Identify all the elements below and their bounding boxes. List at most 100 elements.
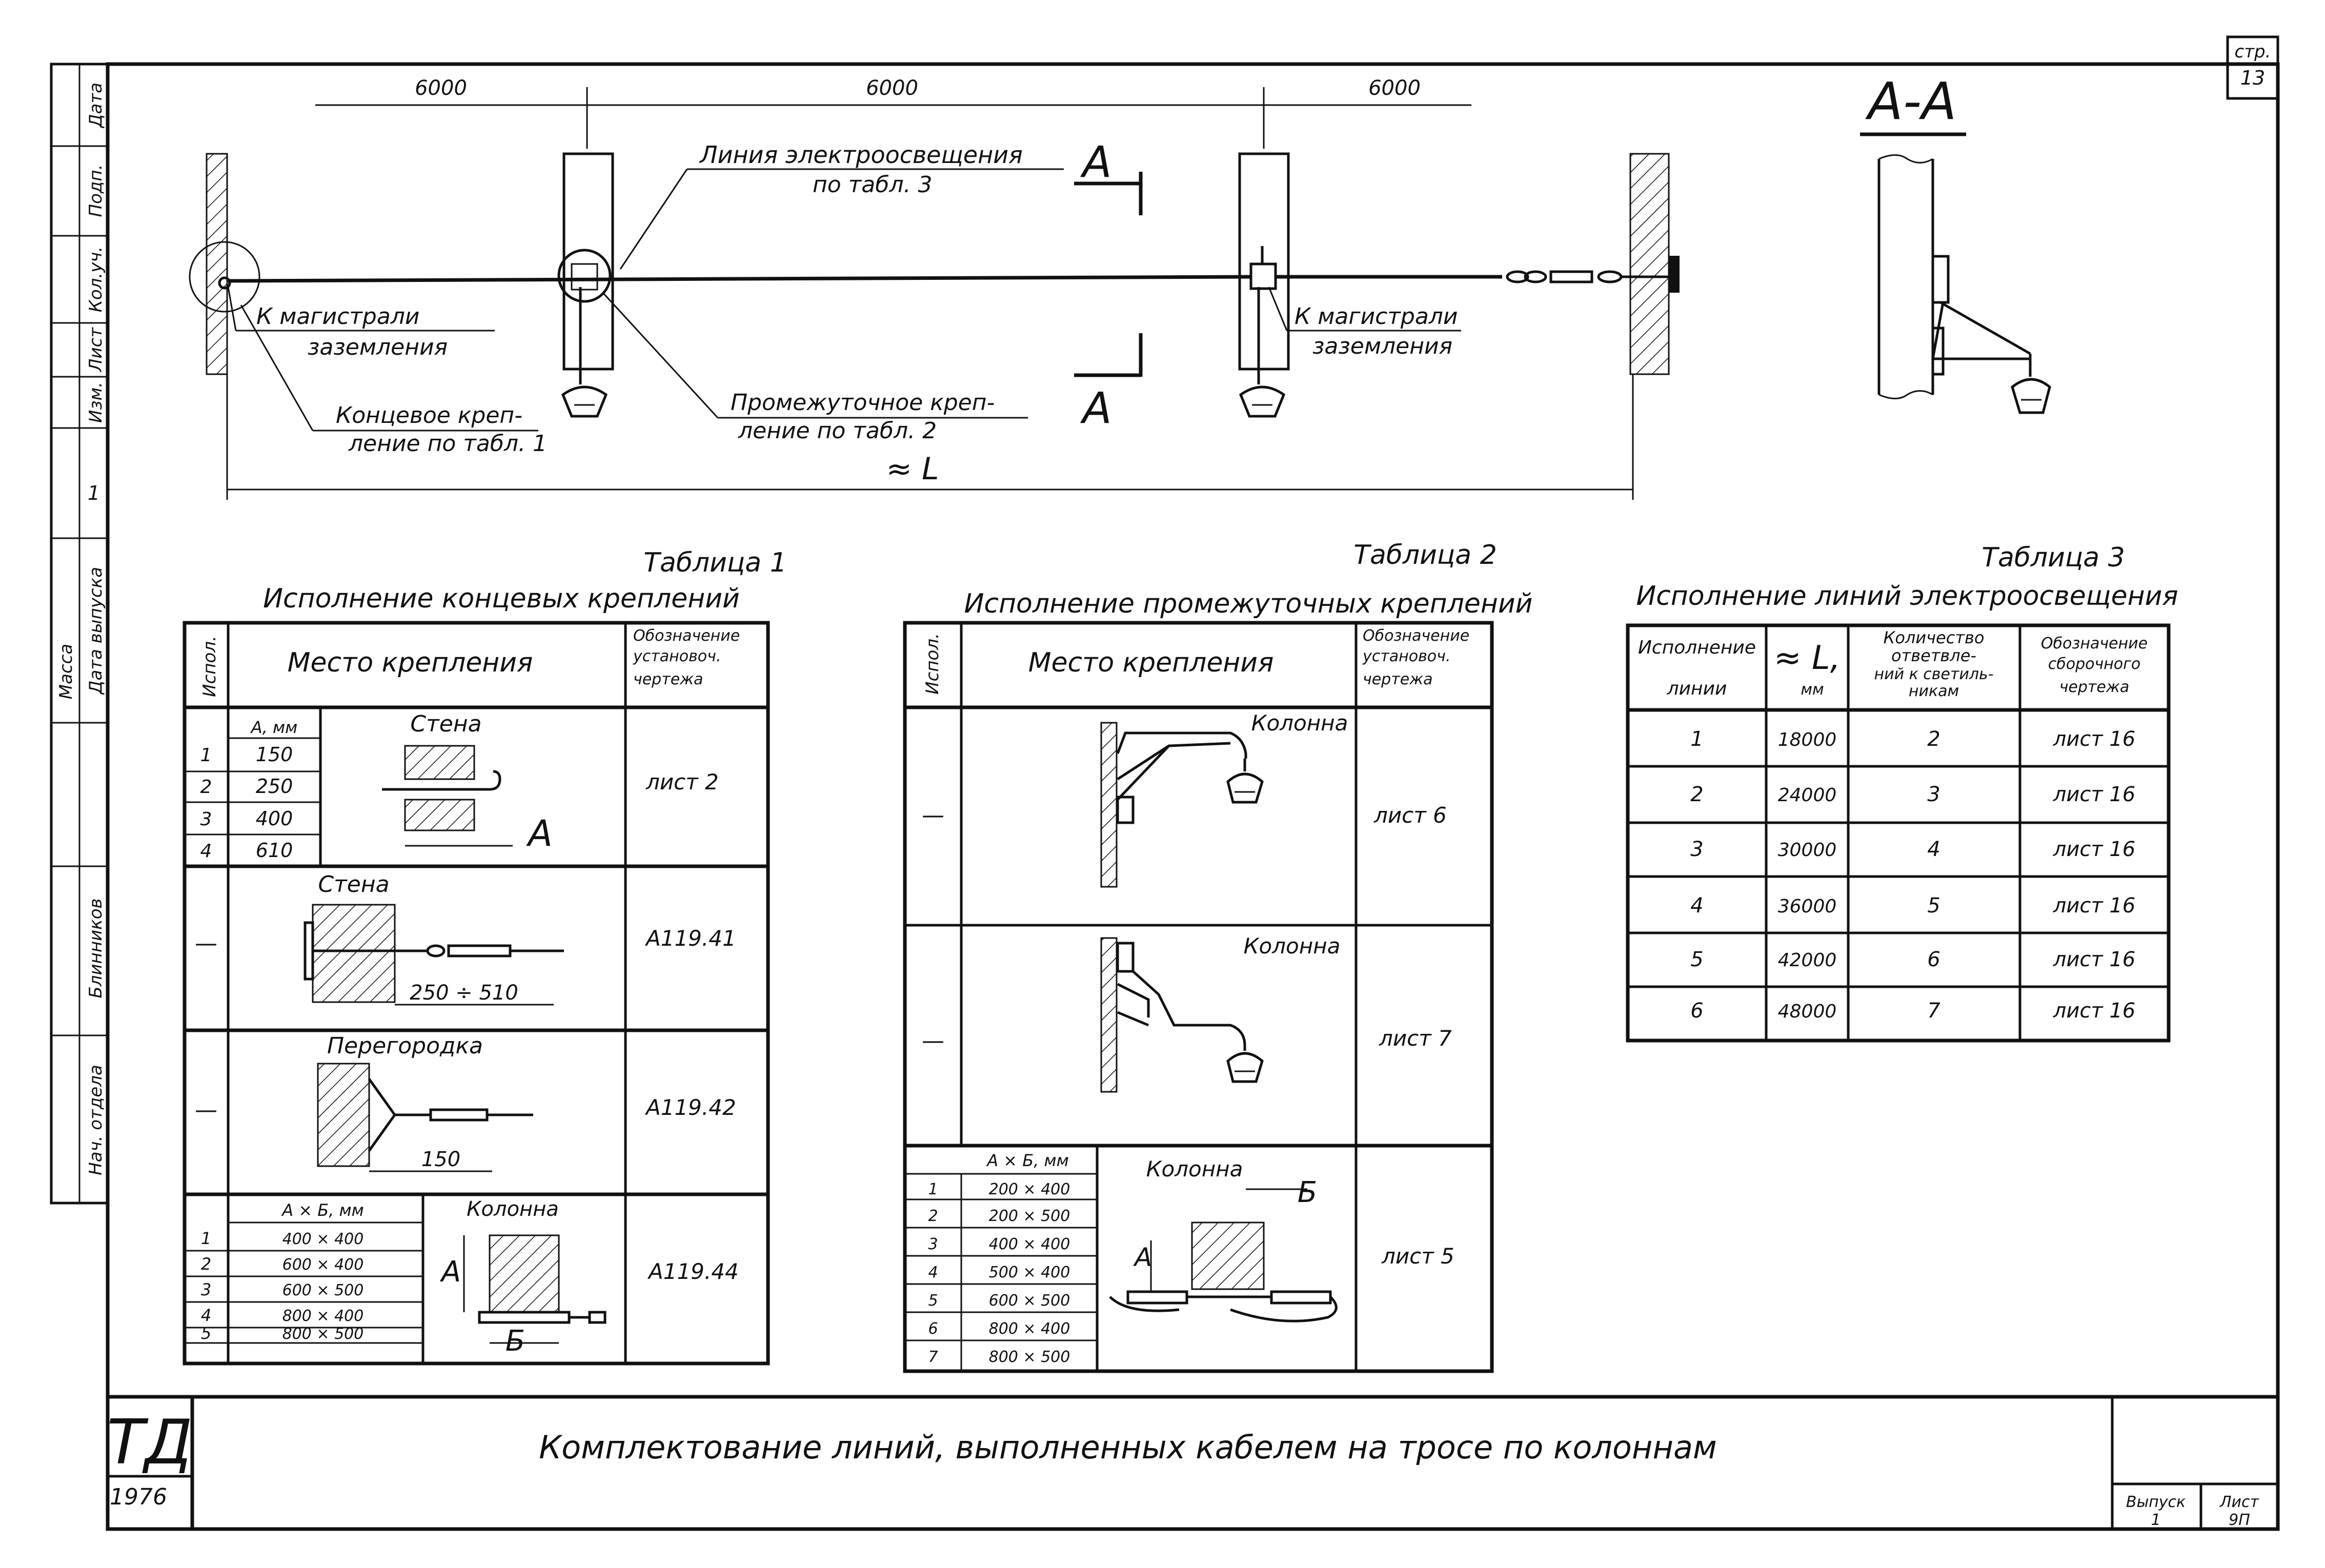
title-year: 1976 — [110, 1484, 167, 1510]
t2-head-des-3: чертежа — [1363, 670, 1433, 688]
t2-head-des-2: установоч. — [1362, 647, 1450, 665]
stamp-mass: Масса — [56, 644, 76, 699]
t1-g4-row-num: 3 — [201, 1280, 211, 1299]
t2-head-place: Место крепления — [1028, 647, 1274, 678]
page-number-box: стр. 13 — [2226, 35, 2279, 100]
t2-g3-row-num: 2 — [928, 1207, 938, 1225]
t1-g4-mark-a: А — [440, 1255, 461, 1289]
stamp-head: Нач. отдела — [86, 1065, 106, 1175]
t1-r2-ref: А119.41 — [644, 926, 736, 951]
t2-r1-isp: — — [922, 802, 944, 828]
t1-g4-row-ab: 800 × 500 — [282, 1325, 364, 1343]
t3-head-len: ≈ L, — [1774, 639, 1841, 677]
table-3: Таблица 3 Исполнение линий электроосвеще… — [1626, 542, 2178, 1043]
t1-r3-place: Перегородка — [327, 1033, 483, 1059]
t2-g3-row-num: 6 — [928, 1320, 938, 1338]
sheet-label: Лист — [2219, 1493, 2260, 1511]
t1-g4-row-ab: 800 × 400 — [282, 1307, 364, 1325]
t1-g1-row-a: 150 — [256, 743, 293, 766]
t2-g3-mark-a: А — [1133, 1243, 1152, 1272]
t3-head-des-1: Обозначение — [2041, 635, 2148, 653]
t3-row-count: 7 — [1927, 999, 1940, 1023]
ground-left-1: К магистрали — [256, 303, 420, 330]
t1-g1-head: А, мм — [250, 718, 298, 737]
t1-g4-place: Колонна — [467, 1197, 559, 1221]
t1-g4-row-ab: 600 × 500 — [282, 1281, 364, 1299]
t1-head-isp: Испол. — [199, 636, 220, 697]
t3-row-count: 6 — [1927, 948, 1940, 971]
table1-title: Исполнение концевых креплений — [263, 583, 740, 614]
table-1: Таблица 1 Исполнение концевых креплений … — [183, 547, 787, 1366]
t2-g3-row-ab: 800 × 500 — [989, 1348, 1070, 1366]
t2-g3-row-num: 7 — [928, 1348, 938, 1366]
t2-g3-row-ab: 500 × 400 — [989, 1264, 1070, 1281]
t3-row-count: 3 — [1927, 783, 1940, 806]
side-stamp: Дата Подп. Кол.уч. Лист Изм. 1 Дата выпу… — [50, 63, 109, 1205]
dim-span-3: 6000 — [1368, 76, 1421, 100]
t1-g4-row-num: 1 — [201, 1229, 211, 1248]
t1-r3-isp: — — [195, 1097, 217, 1123]
ground-right-1: К магистрали — [1295, 303, 1458, 330]
table-2: Таблица 2 Исполнение промежуточных крепл… — [903, 540, 1533, 1373]
t1-head-place: Место крепления — [288, 647, 533, 678]
sheet-frame — [106, 62, 2280, 1531]
t3-row-ref: лист 16 — [2053, 948, 2135, 971]
t3-head-des-2: сборочного — [2048, 655, 2141, 673]
stamp-author: Блинников — [86, 898, 106, 998]
t3-row-len: 24000 — [1778, 785, 1837, 806]
lamp-1 — [561, 385, 608, 418]
t3-row-count: 2 — [1927, 727, 1940, 751]
table1-caption: Таблица 1 — [643, 547, 787, 578]
t2-r2-place: Колонна — [1244, 933, 1341, 959]
t2-g3-row-num: 4 — [928, 1264, 938, 1281]
t2-g3-row-ab: 200 × 500 — [989, 1207, 1070, 1225]
section-mark-bottom: А — [1080, 383, 1111, 433]
t1-g1-ref: лист 2 — [645, 769, 719, 795]
table2-title: Исполнение промежуточных креплений — [964, 588, 1533, 619]
t3-row-len: 36000 — [1778, 896, 1837, 917]
t3-row-count: 5 — [1927, 894, 1940, 918]
t3-row-isp: 4 — [1690, 894, 1703, 918]
t2-g3-place: Колонна — [1146, 1156, 1243, 1182]
logo-td: ТД — [107, 1407, 192, 1478]
t3-head-isp-1: Исполнение — [1638, 637, 1756, 658]
t2-g3-head: А × Б, мм — [986, 1151, 1069, 1170]
t1-head-des-2: установоч. — [633, 647, 721, 665]
t2-g3-mark-b: Б — [1298, 1176, 1317, 1209]
t3-row-ref: лист 16 — [2053, 894, 2135, 918]
t1-g1-row-a: 400 — [256, 807, 293, 830]
stamp-signature: Подп. — [86, 165, 106, 217]
issue-label: Выпуск — [2126, 1493, 2186, 1511]
cable-rope — [228, 275, 1251, 283]
end-fix-1: Концевое креп- — [336, 402, 522, 429]
end-fix-2: ление по табл. 1 — [348, 431, 547, 457]
t3-row-isp: 3 — [1690, 838, 1703, 861]
t2-head-isp: Испол. — [922, 633, 943, 695]
t1-r3-dim: 150 — [421, 1148, 460, 1171]
t1-g4-mark-b: Б — [506, 1325, 525, 1358]
mid-fix-1: Промежуточное креп- — [731, 390, 995, 416]
t3-row-count: 4 — [1927, 838, 1940, 861]
stamp-one: 1 — [88, 482, 100, 504]
page-number: 13 — [2240, 67, 2265, 89]
t1-g1-row-a: 250 — [256, 775, 293, 798]
issue-number: 1 — [2151, 1511, 2160, 1529]
table3-title: Исполнение линий электроосвещения — [1636, 581, 2178, 612]
t2-r2-isp: — — [922, 1028, 944, 1054]
t1-r3-ref: А119.42 — [644, 1095, 736, 1120]
t1-g4-head: А × Б, мм — [281, 1200, 364, 1220]
t3-row-ref: лист 16 — [2053, 999, 2135, 1023]
t3-row-isp: 1 — [1690, 727, 1703, 751]
dim-span-1: 6000 — [415, 76, 467, 100]
lamp-2 — [1239, 385, 1286, 418]
t1-r2-dim: 250 ÷ 510 — [410, 981, 518, 1005]
turnbuckle — [1549, 270, 1593, 283]
t1-g4-row-ab: 400 × 400 — [282, 1230, 364, 1248]
t3-head-count-2: ответвле- — [1891, 646, 1976, 665]
t3-row-isp: 2 — [1690, 783, 1703, 806]
sheet-title: Комплектование линий, выполненных кабеле… — [539, 1429, 1717, 1466]
elevation-drawing: 6000 6000 6000 ≈ — [189, 76, 1680, 500]
section-title: А-А — [1865, 71, 1957, 131]
table3-caption: Таблица 3 — [1982, 542, 2125, 573]
